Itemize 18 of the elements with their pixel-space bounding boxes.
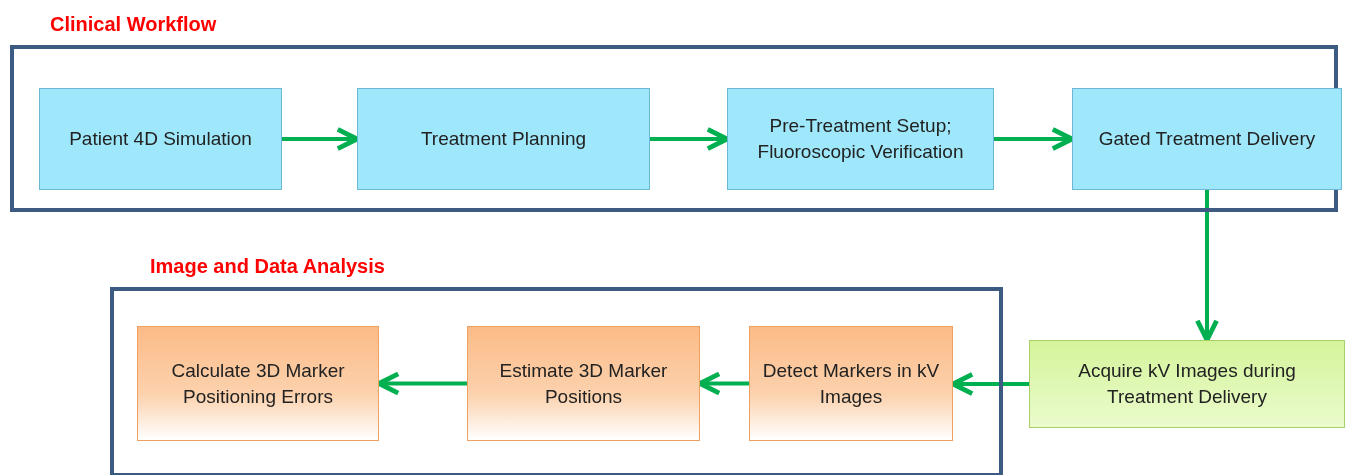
process-box bbox=[727, 88, 994, 190]
process-box bbox=[357, 88, 650, 190]
box-label: Gated Treatment Delivery bbox=[1098, 127, 1316, 152]
box-label: Detect Markers in kV Images bbox=[761, 358, 941, 409]
box-label: Acquire kV Images during Treatment Delivery bbox=[1077, 359, 1297, 409]
box-label: Patient 4D Simulation bbox=[69, 127, 252, 152]
box-label: Treatment Planning bbox=[420, 127, 587, 152]
process-box bbox=[137, 326, 379, 441]
box-label: Pre-Treatment Setup; Fluoroscopic Verification bbox=[756, 114, 965, 164]
process-box bbox=[39, 88, 282, 190]
box-label: Estimate 3D Marker Positions bbox=[498, 358, 669, 409]
process-box bbox=[749, 326, 953, 441]
process-box bbox=[1029, 340, 1345, 428]
process-box bbox=[1072, 88, 1342, 190]
group-heading: Clinical Workflow bbox=[50, 13, 217, 36]
box-label: Calculate 3D Marker Positioning Errors bbox=[170, 358, 346, 409]
process-box bbox=[467, 326, 700, 441]
group-heading: Image and Data Analysis bbox=[150, 255, 385, 278]
